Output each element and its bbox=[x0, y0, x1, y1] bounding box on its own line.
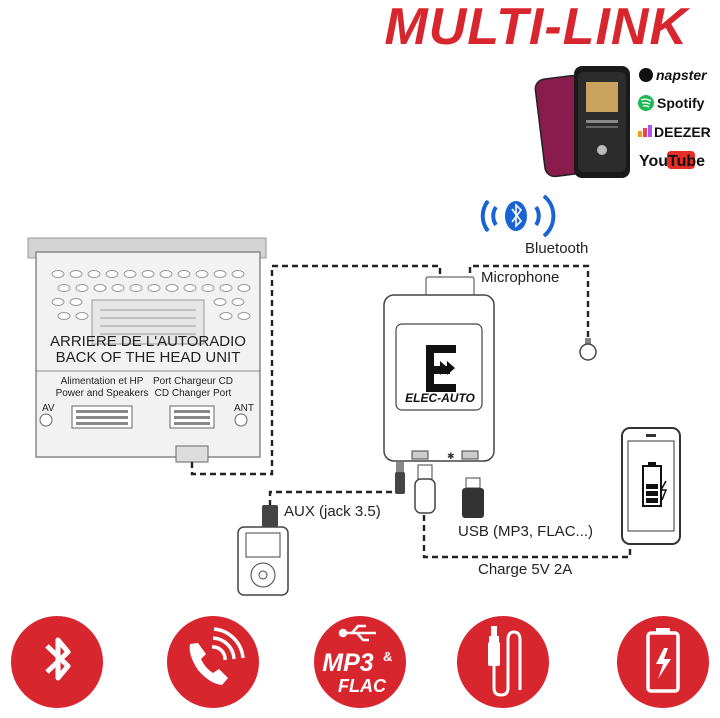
module-brand: ELEC-AUTO bbox=[405, 391, 475, 405]
elec-auto-logo bbox=[426, 345, 456, 392]
vent-hole bbox=[195, 270, 209, 278]
microphone-cable bbox=[468, 264, 590, 338]
head-unit-label-en: BACK OF THE HEAD UNIT bbox=[56, 349, 241, 366]
vent-hole bbox=[213, 270, 227, 278]
vent-hole bbox=[75, 312, 89, 320]
av-socket bbox=[39, 413, 53, 427]
vent-holes bbox=[51, 270, 251, 320]
bluetooth-waves bbox=[480, 194, 556, 238]
mp3-text: MP3 bbox=[322, 649, 374, 677]
vent-hole bbox=[165, 284, 179, 292]
vent-hole bbox=[159, 270, 173, 278]
footer-battery bbox=[617, 616, 709, 708]
service-napster: napster bbox=[656, 67, 708, 83]
charge-label: Charge 5V 2A bbox=[478, 561, 572, 578]
vent-hole bbox=[183, 284, 197, 292]
vent-hole bbox=[231, 298, 245, 306]
module-top-connector bbox=[425, 276, 475, 298]
head-unit-center-plate bbox=[91, 299, 205, 345]
module-aux-port bbox=[461, 450, 479, 460]
ant-label: ANT bbox=[234, 403, 254, 414]
vent-hole bbox=[141, 270, 155, 278]
vent-hole bbox=[219, 312, 233, 320]
phone-call-icon bbox=[189, 643, 228, 685]
vent-hole bbox=[219, 284, 233, 292]
vent-hole bbox=[123, 270, 137, 278]
page-title: MULTI-LINK bbox=[384, 0, 690, 56]
vent-hole bbox=[129, 284, 143, 292]
vent-hole bbox=[75, 284, 89, 292]
vent-hole bbox=[69, 298, 83, 306]
bluetooth-icon bbox=[45, 637, 71, 681]
ampersand-text: & bbox=[383, 649, 392, 664]
cd-changer-cable bbox=[190, 264, 442, 476]
module-bluetooth-icon: ✱ bbox=[447, 452, 455, 462]
microphone-label: Microphone bbox=[481, 269, 559, 286]
vent-hole bbox=[213, 298, 227, 306]
charging-phone bbox=[621, 427, 681, 545]
footer-feature-icons: MP3 & FLAC bbox=[11, 616, 709, 708]
bluetooth-label: Bluetooth bbox=[525, 240, 588, 257]
vent-hole bbox=[111, 284, 125, 292]
ant-socket bbox=[234, 413, 248, 427]
vent-hole bbox=[237, 284, 251, 292]
changer-label-en: CD Changer Port bbox=[155, 388, 232, 399]
vent-hole bbox=[93, 284, 107, 292]
vent-hole bbox=[57, 284, 71, 292]
vent-hole bbox=[57, 312, 71, 320]
footer-phone bbox=[167, 616, 259, 708]
usb-label: USB (MP3, FLAC...) bbox=[458, 523, 593, 540]
vent-hole bbox=[177, 270, 191, 278]
changer-label-fr: Port Chargeur CD bbox=[153, 376, 233, 387]
vent-hole bbox=[105, 270, 119, 278]
footer-bluetooth bbox=[11, 616, 103, 708]
usb-stick bbox=[462, 477, 484, 518]
vent-hole bbox=[51, 270, 65, 278]
service-spotify: Spotify bbox=[657, 95, 705, 111]
streaming-services: napster Spotify DEEZER YouTube bbox=[638, 67, 711, 170]
vent-hole bbox=[201, 284, 215, 292]
power-label-en: Power and Speakers bbox=[56, 388, 149, 399]
aux-label: AUX (jack 3.5) bbox=[284, 503, 381, 520]
usb-trident-icon bbox=[338, 624, 376, 642]
vent-hole bbox=[147, 284, 161, 292]
head-unit: ARRIERE DE L'AUTORADIO BACK OF THE HEAD … bbox=[27, 237, 267, 463]
vent-hole bbox=[69, 270, 83, 278]
power-label-fr: Alimentation et HP bbox=[61, 376, 144, 387]
av-label: AV bbox=[42, 403, 55, 414]
usb-a-plug bbox=[414, 464, 436, 514]
head-unit-label-fr: ARRIERE DE L'AUTORADIO bbox=[50, 333, 246, 350]
charge-cable bbox=[422, 515, 632, 559]
vent-hole bbox=[51, 298, 65, 306]
mp3-player bbox=[237, 505, 289, 596]
elec-auto-module: ELEC-AUTO ✱ bbox=[383, 276, 495, 462]
module-usb-port bbox=[411, 450, 429, 460]
vent-hole bbox=[237, 312, 251, 320]
napster-icon bbox=[639, 68, 653, 82]
microphone bbox=[579, 338, 597, 361]
cd-changer-plug bbox=[175, 445, 209, 463]
footer-mp3-flac: MP3 & FLAC bbox=[314, 616, 406, 708]
service-deezer: DEEZER bbox=[654, 124, 711, 140]
vent-hole bbox=[231, 270, 245, 278]
battery-charge-icon bbox=[646, 628, 680, 693]
deezer-icon bbox=[638, 125, 652, 137]
aux-cable bbox=[268, 470, 402, 505]
footer-aux bbox=[457, 616, 549, 708]
flac-text: FLAC bbox=[338, 676, 387, 696]
smartphones bbox=[534, 66, 630, 178]
aux-jack-plug bbox=[395, 462, 405, 494]
youtube-badge bbox=[667, 151, 695, 169]
aux-jack-icon bbox=[488, 626, 522, 697]
service-youtube: YouTube bbox=[639, 153, 705, 170]
vent-hole bbox=[87, 270, 101, 278]
